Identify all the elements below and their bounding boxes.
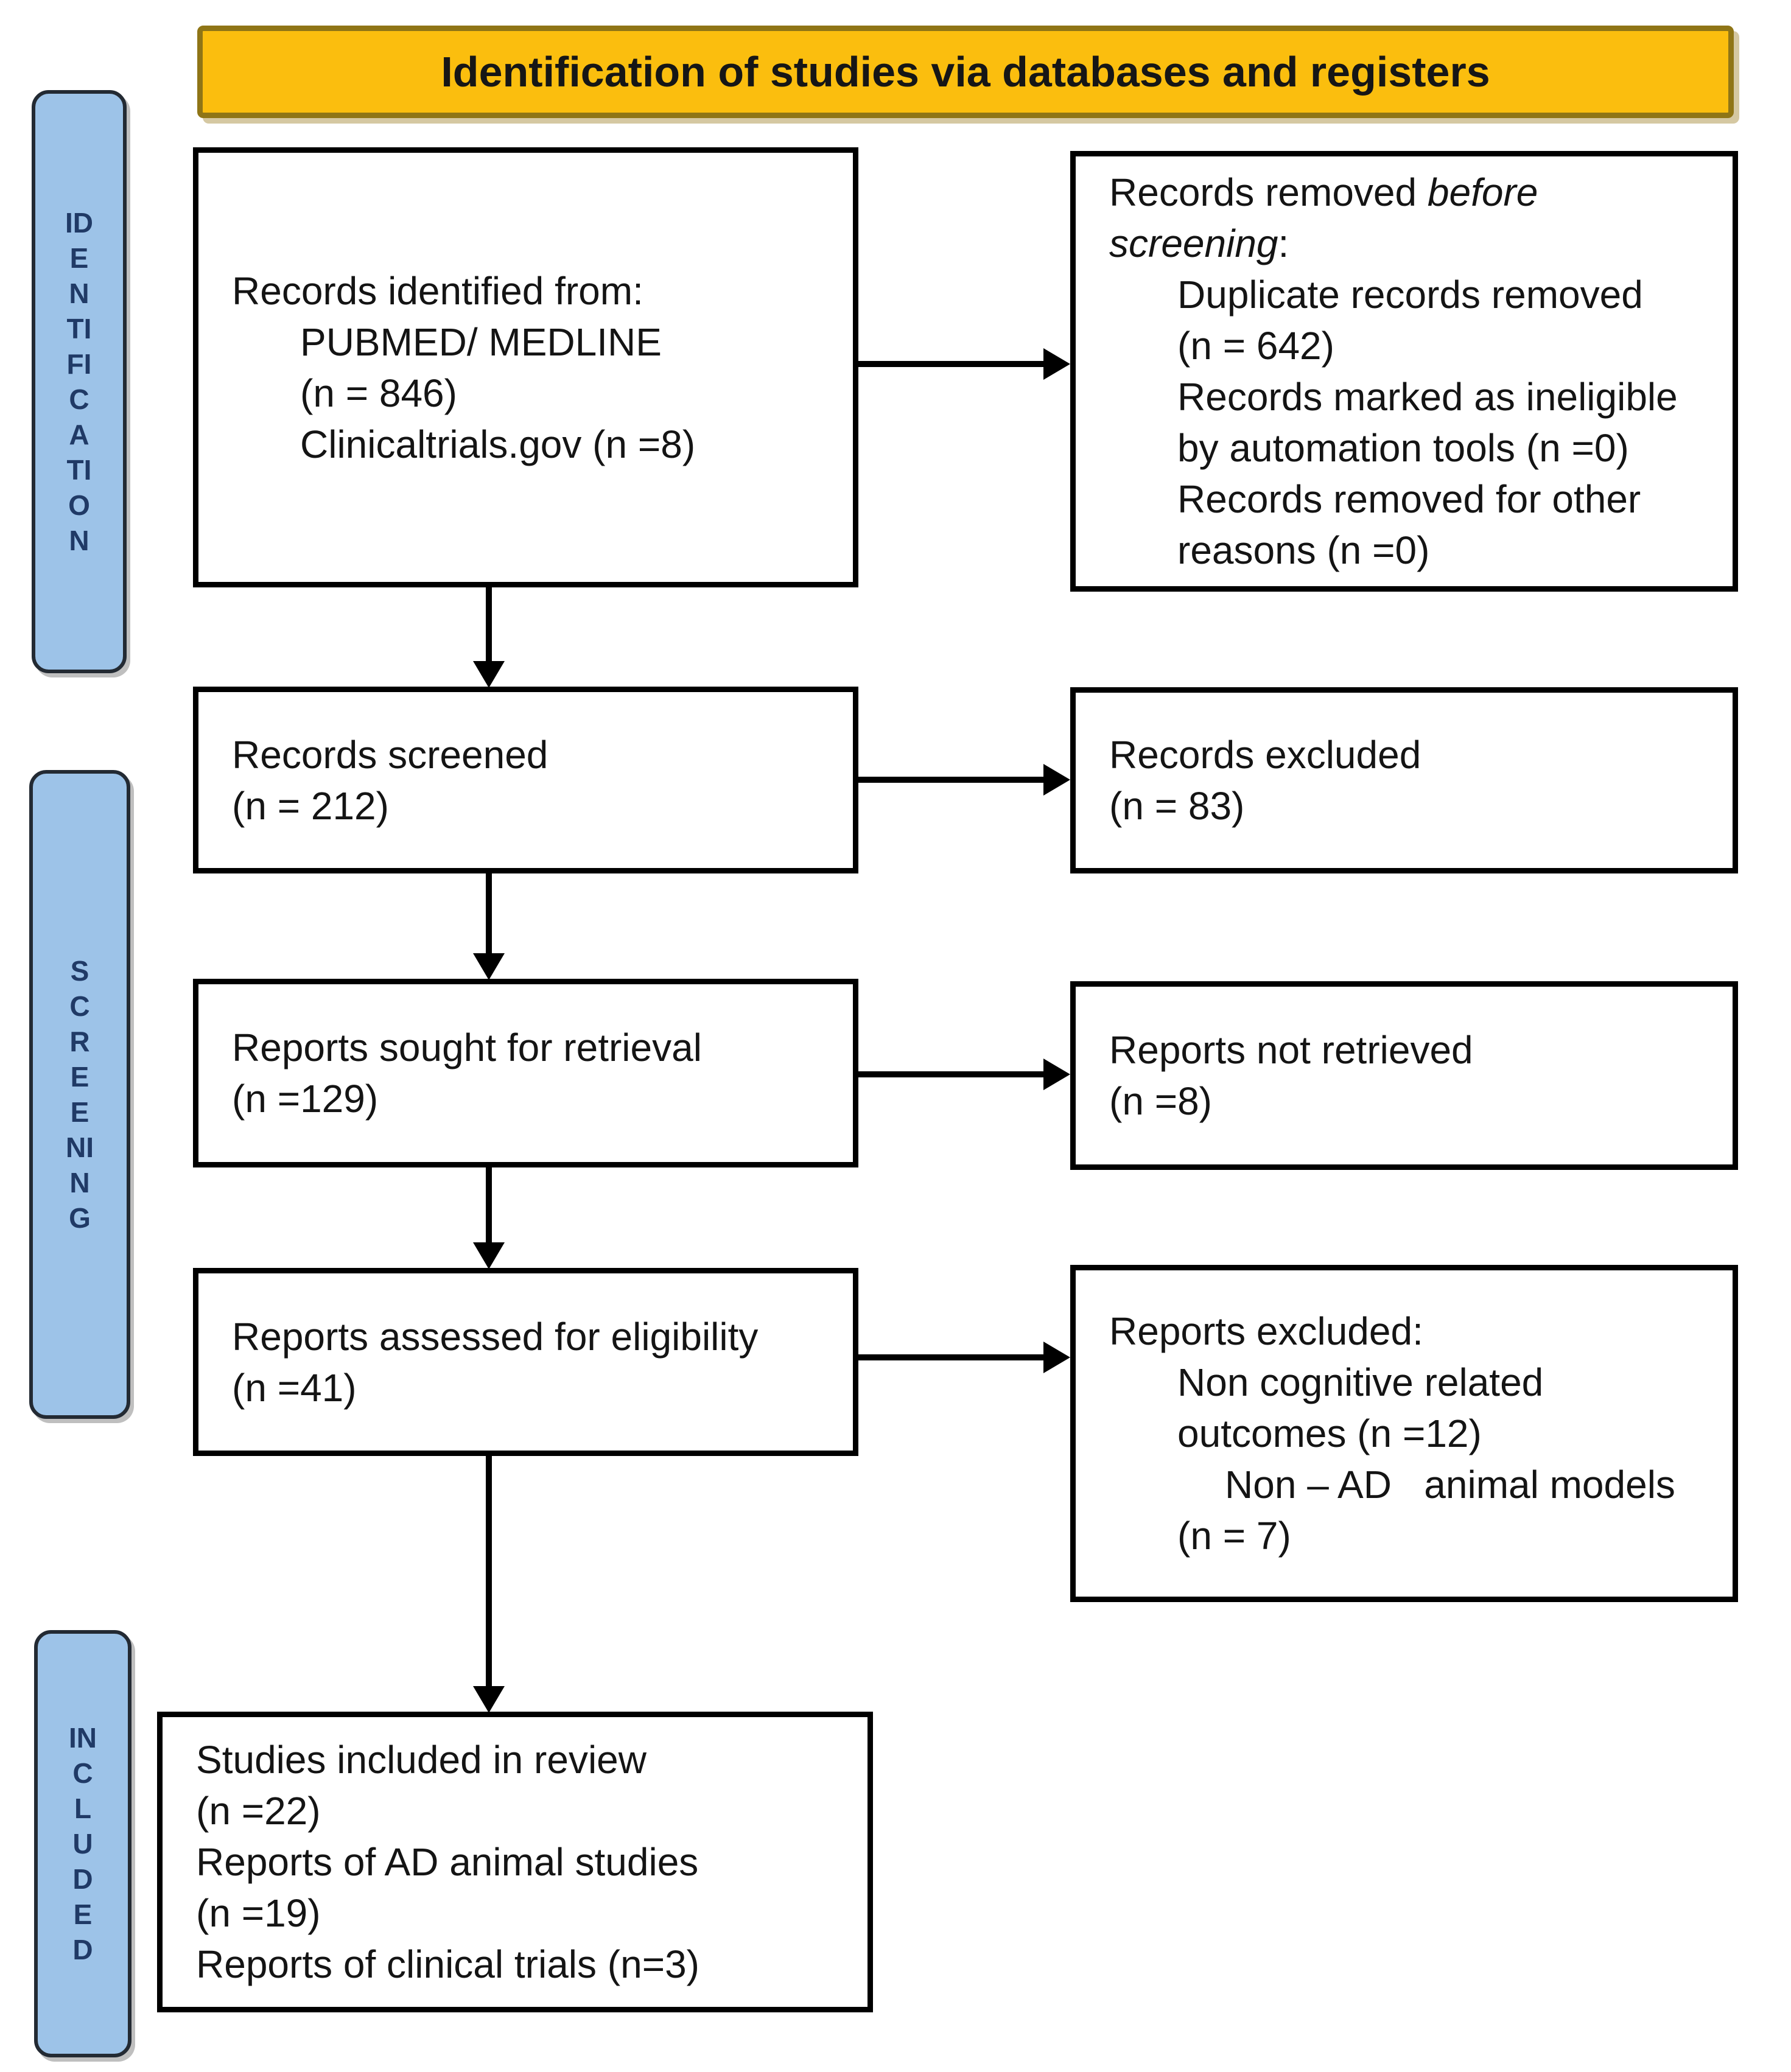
box-line: Reports of clinical trials (n=3) xyxy=(196,1942,699,1986)
arrow-line xyxy=(855,1354,1047,1360)
box-line: Clinicaltrials.gov (n =8) xyxy=(300,422,696,466)
box-line: (n =19) xyxy=(196,1891,321,1935)
box-line: (n = 212) xyxy=(232,783,389,828)
arrow-head-icon xyxy=(473,1686,505,1713)
arrow-head-icon xyxy=(473,953,505,980)
box-line: by automation tools (n =0) xyxy=(1177,426,1629,470)
box-line: (n =129) xyxy=(232,1077,379,1121)
box-line: Reports assessed for eligibility xyxy=(232,1314,759,1359)
italic-text: before xyxy=(1427,170,1538,214)
box-line: Records removed for other xyxy=(1177,477,1641,521)
box-line: (n =22) xyxy=(196,1789,321,1833)
arrow-line xyxy=(855,361,1047,367)
box-line: Records screened xyxy=(232,732,549,777)
box-line: Records identified from: xyxy=(232,268,643,313)
box-reports-assessed: Reports assessed for eligibility (n =41) xyxy=(193,1268,858,1456)
box-line: Studies included in review xyxy=(196,1738,647,1782)
box-reports-not-retrieved: Reports not retrieved (n =8) xyxy=(1070,981,1738,1170)
box-records-identified: Records identified from: PUBMED/ MEDLINE… xyxy=(193,147,858,587)
box-studies-included: Studies included in review (n =22) Repor… xyxy=(157,1712,873,2012)
arrow-head-icon xyxy=(1043,764,1070,796)
stage-label-included: INCLUDED xyxy=(34,1630,131,2057)
arrow-line xyxy=(486,1453,492,1689)
box-records-removed-before-screening: Records removed before screening: Duplic… xyxy=(1070,151,1738,592)
box-line: Reports not retrieved xyxy=(1109,1028,1473,1072)
stage-label-screening: SCREENING xyxy=(29,770,130,1419)
banner-title-text: Identification of studies via databases … xyxy=(441,48,1490,96)
arrow-head-icon xyxy=(473,1242,505,1269)
italic-text: screening xyxy=(1109,222,1278,265)
box-reports-excluded: Reports excluded: Non cognitive related … xyxy=(1070,1265,1738,1602)
box-line: Non cognitive related xyxy=(1177,1360,1544,1404)
box-line: (n = 642) xyxy=(1177,324,1334,368)
arrow-head-icon xyxy=(1043,1342,1070,1373)
box-line: (n = 83) xyxy=(1109,784,1245,828)
box-line: Records excluded xyxy=(1109,733,1421,777)
box-line: screening: xyxy=(1109,222,1289,265)
arrow-head-icon xyxy=(1043,1059,1070,1090)
arrow-head-icon xyxy=(473,661,505,688)
arrow-line xyxy=(486,870,492,956)
box-line: Reports of AD animal studies xyxy=(196,1840,699,1884)
arrow-line xyxy=(855,1071,1047,1077)
box-records-screened: Records screened (n = 212) xyxy=(193,687,858,873)
stage-label-included-text: INCLUDED xyxy=(69,1722,97,1965)
stage-label-screening-text: SCREENING xyxy=(66,955,94,1234)
box-records-excluded: Records excluded (n = 83) xyxy=(1070,687,1738,873)
arrow-head-icon xyxy=(1043,348,1070,380)
arrow-line xyxy=(486,584,492,663)
box-line: Records removed before xyxy=(1109,170,1538,214)
box-line: reasons (n =0) xyxy=(1177,528,1430,572)
box-line: Reports sought for retrieval xyxy=(232,1026,702,1069)
box-line: (n =41) xyxy=(232,1365,357,1410)
box-line: Duplicate records removed xyxy=(1177,273,1643,317)
box-line: (n = 7) xyxy=(1177,1514,1291,1558)
box-line: Non – AD animal models xyxy=(1225,1463,1675,1507)
box-line: (n =8) xyxy=(1109,1079,1212,1123)
arrow-line xyxy=(855,777,1047,783)
banner-title: Identification of studies via databases … xyxy=(197,26,1734,118)
box-line: Reports excluded: xyxy=(1109,1309,1423,1353)
arrow-line xyxy=(486,1164,492,1245)
box-line: outcomes (n =12) xyxy=(1177,1412,1482,1455)
box-reports-sought: Reports sought for retrieval (n =129) xyxy=(193,979,858,1167)
box-line: Records marked as ineligible xyxy=(1177,375,1678,419)
box-line: PUBMED/ MEDLINE xyxy=(300,320,662,364)
stage-label-identification-text: IDENTIFICATION xyxy=(65,207,93,556)
box-line: (n = 846) xyxy=(300,371,457,415)
stage-label-identification: IDENTIFICATION xyxy=(32,90,127,673)
